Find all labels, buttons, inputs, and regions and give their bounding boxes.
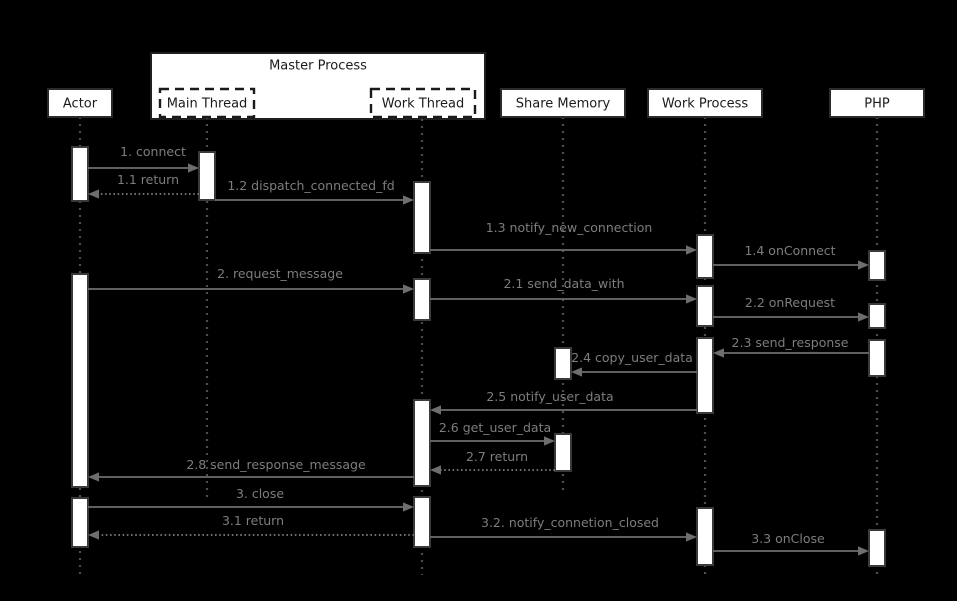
arrow-head-m3_2	[686, 532, 697, 542]
arrow-head-m2_3	[713, 348, 724, 358]
activation-bar-actor	[71, 146, 89, 202]
participant-boxes: Actor Main Thread Work Thread Share Memory W…	[47, 87, 925, 119]
message-label-m2_1: 2.1 send_data_with	[503, 276, 624, 291]
participant-share-memory[interactable]: Share Memory	[500, 88, 626, 118]
message-label-m1: 1. connect	[120, 144, 186, 159]
message-label-m2_5: 2.5 notify_user_data	[486, 389, 613, 404]
message-label-m2_3: 2.3 send_response	[732, 335, 849, 350]
activation-bar-work-process	[696, 234, 714, 279]
activation-bar-work-thread	[413, 399, 431, 487]
activation-bar-php	[868, 303, 886, 329]
arrow-head-m3	[403, 502, 414, 512]
message-m3_2: 3.2. notify_connetion_closed	[430, 515, 697, 542]
message-m1: 1. connect	[88, 144, 199, 173]
activation-bar-work-process	[696, 337, 714, 414]
activation-bar-php	[868, 529, 886, 567]
message-m3: 3. close	[88, 486, 414, 512]
activation-bar-main-thread	[198, 151, 216, 201]
activation-bar-work-thread	[413, 496, 431, 548]
arrow-head-m1_3	[686, 245, 697, 255]
message-m2_5: 2.5 notify_user_data	[430, 389, 697, 415]
activation-bar-actor	[71, 273, 89, 488]
message-m1_3: 1.3 notify_new_connection	[430, 220, 697, 255]
participant-work-thread[interactable]: Work Thread	[369, 87, 477, 119]
participant-label-work-thread: Work Thread	[382, 97, 465, 112]
arrow-head-m3_1	[88, 530, 99, 540]
arrow-head-m1_1	[88, 189, 99, 199]
message-label-m1_2: 1.2 dispatch_connected_fd	[227, 178, 394, 193]
arrow-head-m1_4	[858, 260, 869, 270]
arrow-head-m2_1	[686, 294, 697, 304]
activation-bar-share-memory	[554, 347, 572, 380]
message-label-m1_1: 1.1 return	[117, 172, 179, 187]
activation-bar-work-process	[696, 507, 714, 566]
message-m2_3: 2.3 send_response	[713, 335, 869, 358]
arrow-head-m2_8	[88, 472, 99, 482]
activation-bar-php	[868, 339, 886, 377]
arrow-head-m1	[188, 163, 199, 173]
arrow-head-m2	[403, 284, 414, 294]
message-label-m2_7: 2.7 return	[466, 449, 528, 464]
message-m2_4: 2.4 copy_user_data	[571, 350, 697, 377]
participant-box-main-thread[interactable]	[158, 87, 256, 119]
message-label-m3_3: 3.3 onClose	[751, 531, 825, 546]
message-label-m2_8: 2.8 send_response_message	[186, 457, 366, 472]
message-label-m1_3: 1.3 notify_new_connection	[486, 220, 653, 235]
message-m1_1: 1.1 return	[88, 172, 199, 199]
activation-bar-php	[868, 250, 886, 281]
message-label-m1_4: 1.4 onConnect	[744, 243, 835, 258]
participant-label-share-memory: Share Memory	[516, 97, 611, 112]
participant-label-main-thread: Main Thread	[167, 97, 248, 112]
activation-bar-work-thread	[413, 181, 431, 254]
participant-box-work-thread[interactable]	[369, 87, 477, 119]
message-m2_1: 2.1 send_data_with	[430, 276, 697, 304]
activation-bar-share-memory	[554, 433, 572, 472]
participant-box-actor[interactable]	[47, 88, 113, 118]
message-label-m2_6: 2.6 get_user_data	[439, 420, 551, 435]
arrow-head-m2_5	[430, 405, 441, 415]
participant-label-php: PHP	[864, 97, 890, 112]
participant-label-work-process: Work Process	[662, 97, 749, 112]
participant-box-work-process[interactable]	[647, 88, 763, 118]
activation-bar-actor	[71, 497, 89, 548]
activation-bar-work-process	[696, 285, 714, 327]
message-m1_4: 1.4 onConnect	[713, 243, 869, 270]
message-m2_7: 2.7 return	[430, 449, 555, 475]
message-m3_1: 3.1 return	[88, 513, 414, 540]
arrow-head-m2_7	[430, 465, 441, 475]
message-m2_8: 2.8 send_response_message	[88, 457, 414, 482]
message-label-m2_4: 2.4 copy_user_data	[571, 350, 693, 365]
arrow-head-m2_4	[571, 367, 582, 377]
message-m2: 2. request_message	[88, 266, 414, 294]
message-m2_6: 2.6 get_user_data	[430, 420, 555, 446]
arrow-head-m2_2	[858, 312, 869, 322]
arrow-head-m1_2	[403, 195, 414, 205]
participant-php[interactable]: PHP	[829, 88, 925, 118]
message-m1_2: 1.2 dispatch_connected_fd	[215, 178, 414, 205]
message-label-m3_2: 3.2. notify_connetion_closed	[481, 515, 659, 530]
participant-box-php[interactable]	[829, 88, 925, 118]
messages: 1. connect 1.1 return 1.2 dispatch_connect…	[88, 144, 869, 556]
message-m3_3: 3.3 onClose	[713, 531, 869, 556]
participant-box-share-memory[interactable]	[500, 88, 626, 118]
message-label-m3_1: 3.1 return	[222, 513, 284, 528]
group-title-master-process: Master Process	[269, 59, 367, 74]
message-label-m2_2: 2.2 onRequest	[745, 295, 835, 310]
activation-bars	[71, 146, 886, 567]
participant-actor[interactable]: Actor	[47, 88, 113, 118]
message-m2_2: 2.2 onRequest	[713, 295, 869, 322]
arrow-head-m2_6	[544, 436, 555, 446]
arrow-head-m3_3	[858, 546, 869, 556]
message-label-m3: 3. close	[236, 486, 284, 501]
participant-label-actor: Actor	[63, 97, 98, 112]
participant-work-process[interactable]: Work Process	[647, 88, 763, 118]
message-label-m2: 2. request_message	[217, 266, 343, 281]
participant-main-thread[interactable]: Main Thread	[158, 87, 256, 119]
activation-bar-work-thread	[413, 278, 431, 321]
